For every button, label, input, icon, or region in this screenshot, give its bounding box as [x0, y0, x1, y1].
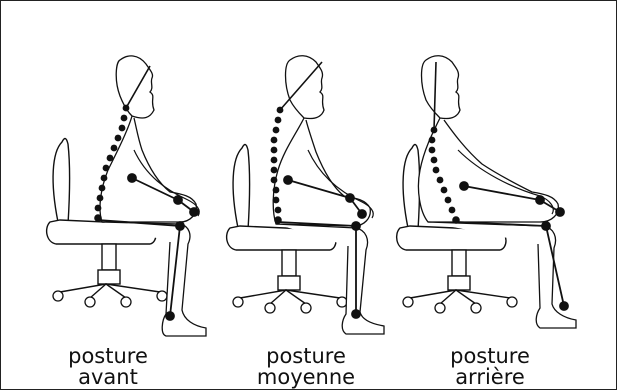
caption-posture-avant: posture avant — [28, 346, 188, 388]
caption-posture-moyenne: posture moyenne — [226, 346, 386, 388]
figure-posture-moyenne — [227, 56, 384, 334]
caption-posture-arriere: posture arrière — [410, 346, 570, 388]
caption-line-2: moyenne — [226, 367, 386, 388]
caption-line-1: posture — [226, 346, 386, 367]
caption-line-1: posture — [28, 346, 188, 367]
caption-line-2: avant — [28, 367, 188, 388]
caption-line-1: posture — [410, 346, 570, 367]
figure-posture-arriere — [397, 56, 576, 328]
figure-posture-avant — [47, 56, 206, 336]
caption-line-2: arrière — [410, 367, 570, 388]
